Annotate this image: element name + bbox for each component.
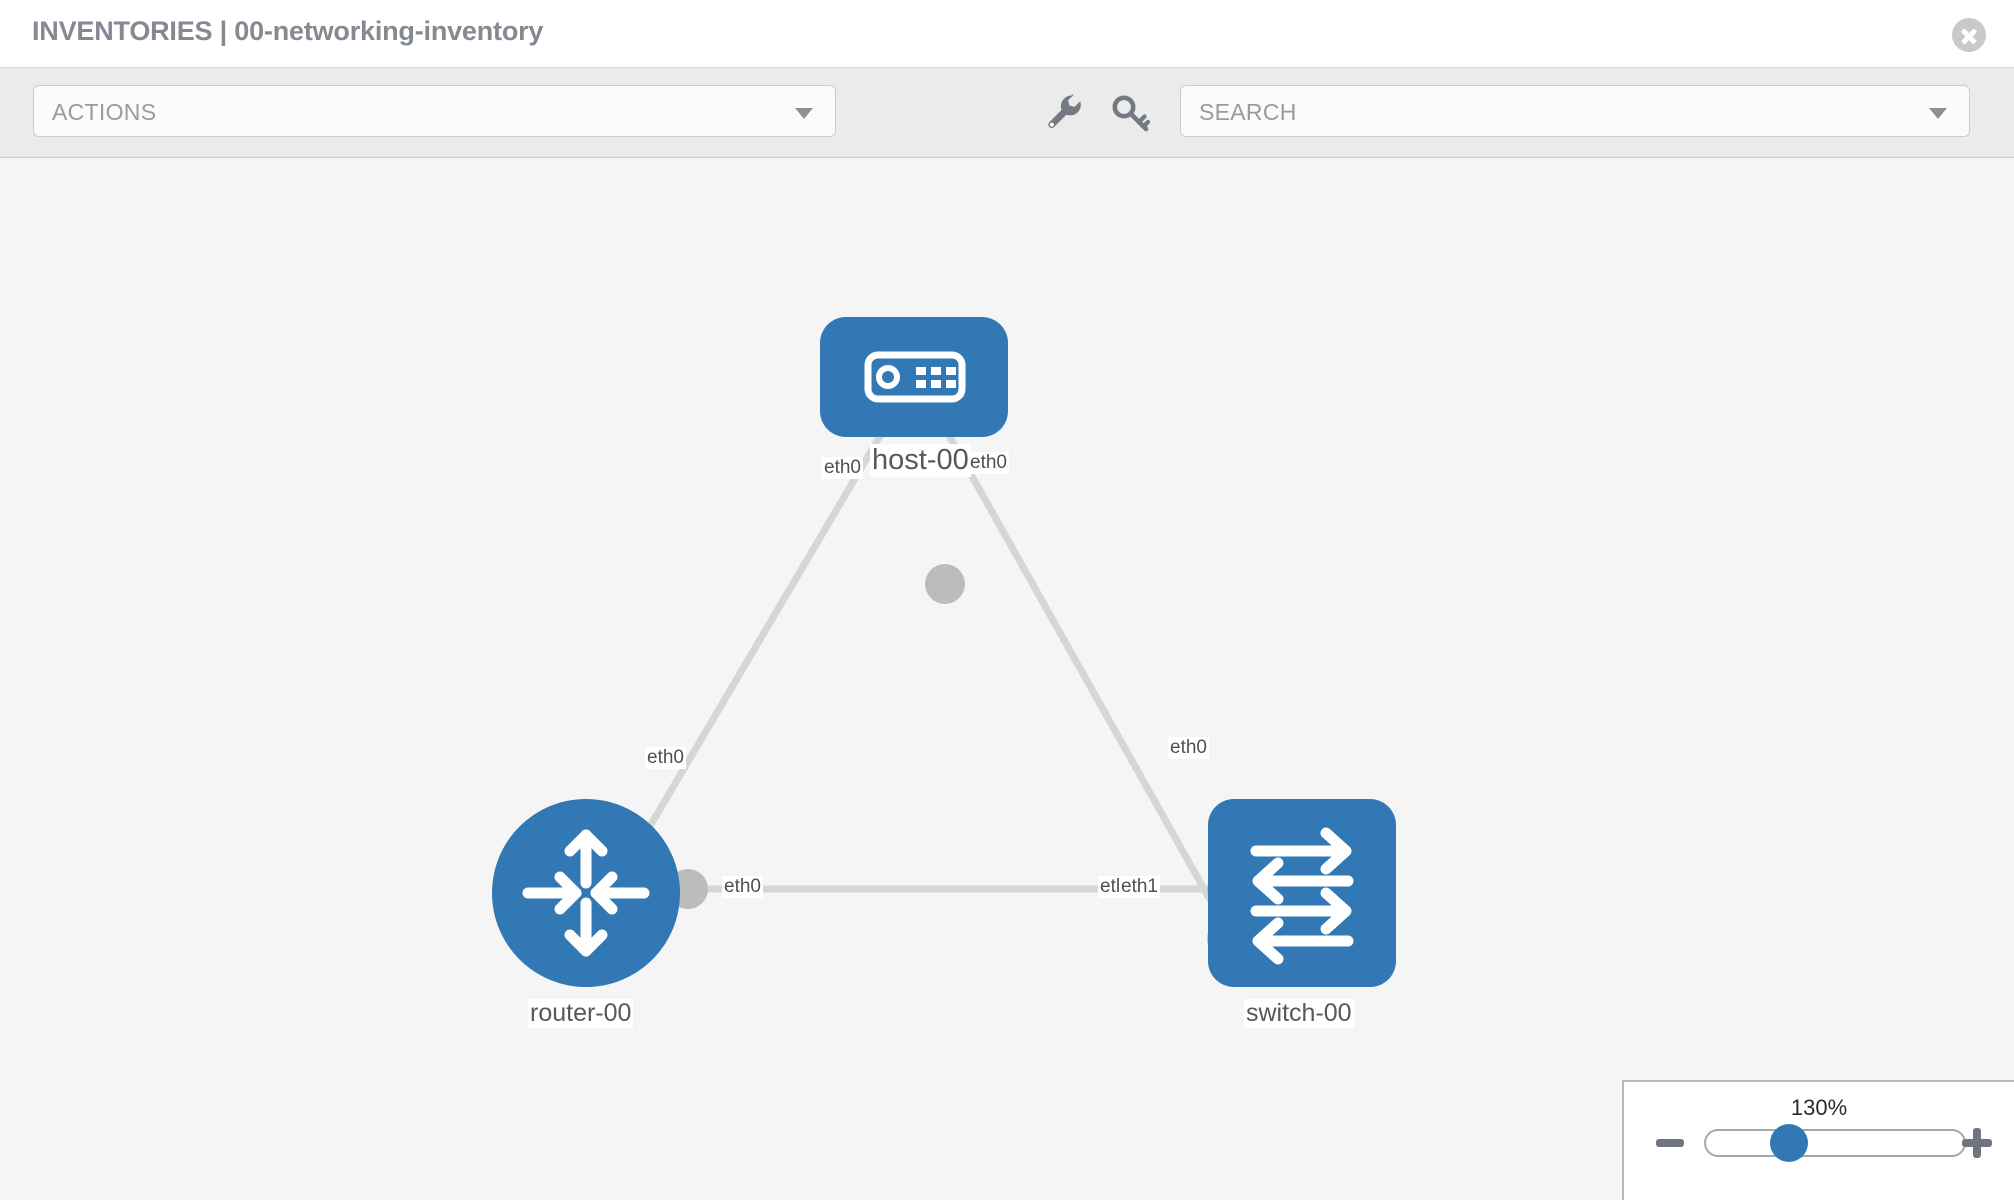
server-icon [864, 351, 966, 403]
zoom-slider-thumb[interactable] [1770, 1124, 1808, 1162]
wrench-icon[interactable] [1040, 88, 1086, 134]
topology-canvas[interactable]: host-00 router-00 [0, 159, 2014, 1200]
chevron-down-icon[interactable] [1929, 108, 1947, 119]
iface-label-switch-upper: eth0 [1168, 737, 1209, 759]
plus-icon[interactable] [1962, 1128, 1992, 1158]
node-label-host-00: host-00 [870, 444, 971, 477]
switch-arrows-icon [1250, 827, 1354, 965]
key-icon-glyph [1112, 95, 1151, 132]
title-bar: INVENTORIES | 00-networking-inventory [0, 0, 2014, 68]
minus-icon[interactable] [1656, 1139, 1684, 1147]
iface-label-host-right: eth0 [968, 452, 1009, 474]
router-arrows-icon [522, 829, 650, 957]
key-icon[interactable] [1108, 88, 1154, 134]
chevron-down-icon [795, 108, 813, 119]
iface-label-host-left: eth0 [822, 457, 863, 479]
plus-icon-stroke-v [1973, 1128, 1981, 1158]
link-host-switch [933, 412, 1239, 946]
actions-dropdown-label: ACTIONS [52, 99, 157, 125]
page-title: INVENTORIES | 00-networking-inventory [32, 16, 544, 46]
iface-label-router-right: eth0 [722, 876, 763, 898]
close-icon[interactable] [1952, 18, 1986, 52]
link-host-router [606, 412, 897, 896]
node-host-00[interactable] [820, 317, 1008, 437]
node-label-switch-00: switch-00 [1244, 999, 1354, 1028]
node-router-00[interactable] [492, 799, 680, 987]
node-switch-00[interactable] [1208, 799, 1396, 987]
wrench-icon-glyph [1048, 94, 1081, 128]
iface-label-router-upper: eth0 [645, 747, 686, 769]
search-input[interactable]: SEARCH [1180, 85, 1970, 137]
search-placeholder: SEARCH [1199, 99, 1297, 125]
zoom-percent-label: 130% [1790, 1095, 1848, 1120]
zoom-control-panel: 130% [1622, 1080, 2014, 1200]
port-host-right[interactable] [925, 564, 965, 604]
topology-links [606, 412, 1239, 946]
zoom-slider-track[interactable] [1704, 1129, 1966, 1157]
iface-label-switch-left: eth1 [1119, 876, 1160, 898]
actions-dropdown[interactable]: ACTIONS [33, 85, 836, 137]
node-label-router-00: router-00 [528, 999, 634, 1028]
